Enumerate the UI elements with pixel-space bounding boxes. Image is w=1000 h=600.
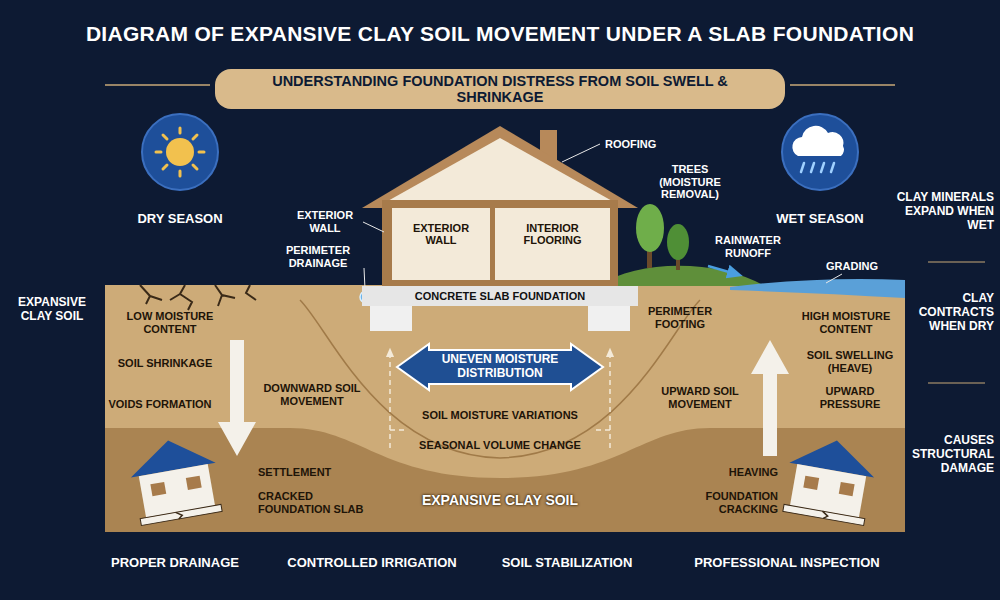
soil-label: PERIMETER FOOTING xyxy=(637,305,723,330)
node-text: DRY SEASON xyxy=(128,211,232,226)
rule-line xyxy=(928,382,985,383)
grass-mound xyxy=(598,266,765,286)
soil-label: UPWARD PRESSURE xyxy=(800,385,900,410)
perimeter-footing xyxy=(370,305,412,331)
side-note: CLAY MINERALS EXPAND WHEN WET xyxy=(896,191,994,232)
subtitle-banner: UNDERSTANDING FOUNDATION DISTRESS FROM S… xyxy=(215,69,785,109)
downward-arrow xyxy=(218,340,256,456)
slab-band: CONCRETE SLAB FOUNDATION xyxy=(362,286,638,306)
deep-clay-layer xyxy=(105,428,905,532)
part-label: GRADING xyxy=(826,260,878,273)
runoff-arrow xyxy=(708,266,736,274)
surface-water xyxy=(730,279,905,298)
node-text: WET SEASON xyxy=(768,211,872,226)
part-label: PERIMETER DRAINAGE xyxy=(272,244,364,269)
clay-soil xyxy=(105,285,905,532)
soil-cracks xyxy=(140,285,256,310)
tip-label: PROPER DRAINAGE xyxy=(111,556,239,571)
rule-line xyxy=(790,84,895,86)
part-label: EXTERIOR WALL xyxy=(290,209,360,234)
soil-label: CRACKED FOUNDATION SLAB xyxy=(258,490,368,515)
settled-house-icon xyxy=(126,433,224,526)
rule-line xyxy=(105,84,210,86)
room-box: EXTERIOR WALL xyxy=(392,208,490,280)
soil-label: SOIL MOISTURE VARIATIONS xyxy=(422,409,578,422)
node-text: CONCRETE SLAB FOUNDATION xyxy=(368,290,632,302)
part-label: ROOFING xyxy=(605,138,656,151)
soil-label: DOWNWARD SOIL MOVEMENT xyxy=(262,382,362,407)
soil-label: SOIL SHRINKAGE xyxy=(118,357,213,370)
soil-label: HIGH MOISTURE CONTENT xyxy=(791,310,901,335)
soil-label: SOIL SWELLING (HEAVE) xyxy=(800,349,900,374)
tip-label: PROFESSIONAL INSPECTION xyxy=(694,556,879,571)
soil-label: HEAVING xyxy=(729,466,778,479)
perimeter-footing xyxy=(588,305,630,331)
double-arrow: UNEVEN MOISTURE DISTRIBUTION xyxy=(395,342,605,392)
part-label: TREES (MOISTURE REMOVAL) xyxy=(640,163,740,201)
soil-label: SEASONAL VOLUME CHANGE xyxy=(419,439,581,452)
tip-label: CONTROLLED IRRIGATION xyxy=(287,556,456,571)
node-text: EXTERIOR WALL xyxy=(398,222,484,246)
tip-label: SOIL STABILIZATION xyxy=(502,556,633,571)
rain-cloud-icon xyxy=(782,114,858,190)
upward-arrow xyxy=(751,340,789,456)
double-arrow-outline xyxy=(397,344,603,390)
soil-label: LOW MOISTURE CONTENT xyxy=(110,310,230,335)
house xyxy=(362,126,638,288)
room-box: INTERIOR FLOORING xyxy=(495,208,610,280)
leader-lines xyxy=(363,144,842,289)
season-icon: WET SEASON xyxy=(768,112,872,228)
rule-line xyxy=(928,261,985,262)
side-note: CAUSES STRUCTURAL DAMAGE xyxy=(896,434,994,475)
sun-icon xyxy=(142,114,218,190)
side-note: EXPANSIVE CLAY SOIL xyxy=(6,296,98,324)
soil-label: VOIDS FORMATION xyxy=(108,398,211,411)
trees xyxy=(636,204,689,270)
node-text: UNEVEN MOISTURE DISTRIBUTION xyxy=(430,353,570,381)
side-note: CLAY CONTRACTS WHEN DRY xyxy=(896,292,994,333)
soil-boundary xyxy=(300,300,700,458)
season-icon: DRY SEASON xyxy=(128,112,232,228)
part-label: RAINWATER RUNOFF xyxy=(706,234,790,259)
node-text: UNDERSTANDING FOUNDATION DISTRESS FROM S… xyxy=(229,73,771,105)
soil-label: UPWARD SOIL MOVEMENT xyxy=(655,385,745,410)
heaved-house-icon xyxy=(781,433,879,526)
soil-label: FOUNDATION CRACKING xyxy=(688,490,778,515)
layer-label: EXPANSIVE CLAY SOIL xyxy=(422,492,578,508)
node-text: INTERIOR FLOORING xyxy=(501,222,604,246)
diagram-title: DIAGRAM OF EXPANSIVE CLAY SOIL MOVEMENT … xyxy=(0,22,1000,46)
soil-label: SETTLEMENT xyxy=(258,466,331,479)
